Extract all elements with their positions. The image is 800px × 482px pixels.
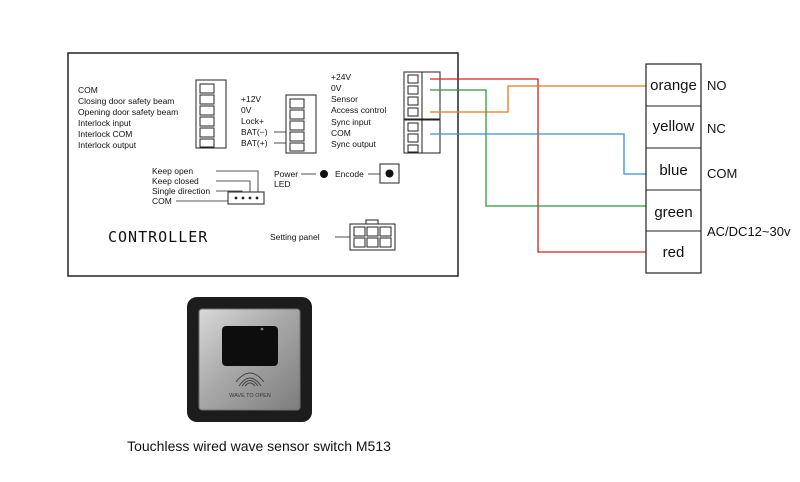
- wire-label-red: red: [663, 244, 685, 261]
- wire-label-blue: blue: [659, 162, 687, 179]
- terminal-label-12v: +12V: [241, 94, 261, 104]
- left-terminal-labels: COM Closing door safety beam Opening doo…: [78, 85, 178, 150]
- wire-orange: [430, 85, 646, 113]
- wire-blue: [430, 133, 646, 175]
- led-label: LED: [274, 179, 291, 189]
- mode-label-single-direction: Single direction: [152, 186, 210, 196]
- mode-label-com: COM: [152, 196, 172, 206]
- mode-label-keep-closed: Keep closed: [152, 176, 199, 186]
- sensor-window: [222, 326, 278, 366]
- power-led-indicator: [320, 170, 328, 178]
- contact-label-no: NO: [707, 78, 727, 93]
- terminal-label-sync-input: Sync input: [331, 117, 371, 127]
- power-label: Power: [274, 169, 298, 179]
- wire-red: [430, 78, 646, 253]
- hand-wave-icon: [235, 372, 265, 387]
- encode-button: [379, 163, 400, 184]
- setting-panel-label: Setting panel: [270, 232, 320, 242]
- wire-label-orange: orange: [650, 77, 697, 94]
- mode-labels: Keep open Keep closed Single direction C…: [152, 166, 210, 206]
- terminal-label-bat-minus: BAT(−): [241, 127, 268, 137]
- device-emblem-text: WAVE TO OPEN: [229, 393, 271, 399]
- wire-label-green: green: [654, 204, 692, 221]
- wave-sensor-device: WAVE TO OPEN: [187, 297, 312, 422]
- right-terminal-block: [403, 71, 441, 154]
- wire-label-yellow: yellow: [653, 118, 695, 135]
- encode-label: Encode: [335, 169, 364, 179]
- device-caption: Touchless wired wave sensor switch M513: [127, 438, 391, 454]
- right-terminal-labels: +24V 0V Sensor Access control Sync input…: [331, 72, 386, 149]
- terminal-label-opening-beam: Opening door safety beam: [78, 107, 178, 117]
- mode-label-keep-open: Keep open: [152, 166, 193, 176]
- wire-green: [430, 89, 646, 207]
- sensor-terminal-column: orange yellow blue green red NO NC COM A…: [645, 63, 791, 274]
- terminal-label-interlock-input: Interlock input: [78, 118, 132, 128]
- controller-box: COM Closing door safety beam Opening doo…: [67, 52, 459, 277]
- terminal-label-lock-plus: Lock+: [241, 116, 264, 126]
- terminal-label-sync-output: Sync output: [331, 139, 377, 149]
- wires: [430, 78, 646, 253]
- terminal-label-24v: +24V: [331, 72, 351, 82]
- left-terminal-block: [195, 79, 227, 149]
- supply-label: AC/DC12~30v: [707, 224, 791, 239]
- terminal-label-right-com: COM: [331, 128, 351, 138]
- contact-label-nc: NC: [707, 121, 726, 136]
- terminal-label-bat-plus: BAT(+): [241, 138, 268, 148]
- setting-panel-connector: [349, 219, 396, 251]
- terminal-label-access-control: Access control: [331, 105, 386, 115]
- terminal-label-interlock-output: Interlock output: [78, 140, 137, 150]
- controller-title: CONTROLLER: [108, 228, 208, 246]
- terminal-label-com: COM: [78, 85, 98, 95]
- mode-connector: [227, 191, 265, 205]
- terminal-label-0v: 0V: [241, 105, 252, 115]
- mid-terminal-block: [285, 94, 317, 154]
- mid-terminal-labels: +12V 0V Lock+ BAT(−) BAT(+): [241, 94, 268, 148]
- contact-label-com: COM: [707, 166, 737, 181]
- terminal-label-sensor: Sensor: [331, 94, 358, 104]
- terminal-label-closing-beam: Closing door safety beam: [78, 96, 174, 106]
- terminal-label-right-0v: 0V: [331, 83, 342, 93]
- terminal-label-interlock-com: Interlock COM: [78, 129, 132, 139]
